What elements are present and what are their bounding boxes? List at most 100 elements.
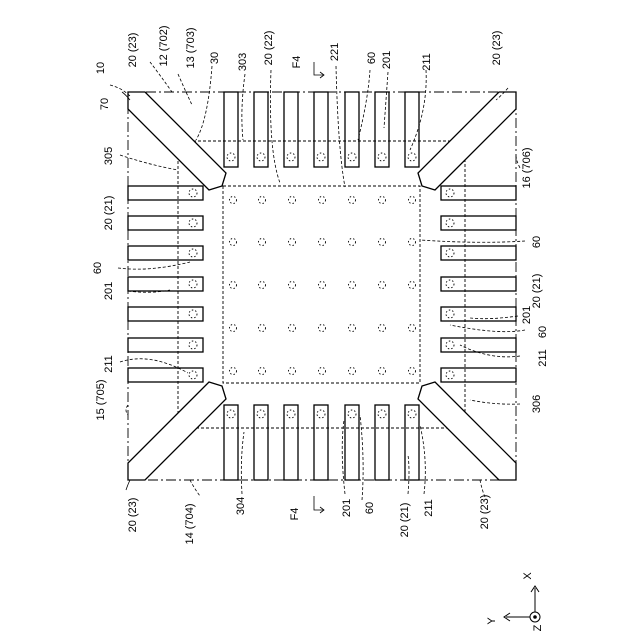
right-lead [441,246,516,260]
drawing-lines [128,92,516,480]
callout-label-l304: 304 [235,497,247,515]
bottom-lead [345,405,359,480]
axis-indicator: X Y Z [486,572,544,632]
pad-via [409,197,416,204]
callout-label-l20-21-right: 20 (21) [531,274,543,309]
top-lead [284,92,298,167]
lead-via [189,310,197,318]
pad-via [259,197,266,204]
left-lead [128,216,203,230]
top-lead [345,92,359,167]
section-arrow [314,62,324,75]
lead-via [446,371,454,379]
callout-label-l15-705: 15 (705) [95,380,107,421]
pad-via [409,239,416,246]
leader-line [420,240,525,242]
leader-line [241,432,244,494]
lead-via [446,249,454,257]
top-lead [314,92,328,167]
lead-via [189,280,197,288]
left-lead [128,368,203,382]
leader-line [470,400,520,404]
right-lead [441,186,516,200]
pad-via [289,239,296,246]
bottom-lead [284,405,298,480]
bottom-lead [224,405,238,480]
bottom-lead [254,405,268,480]
callout-label-l20-23-bl: 20 (23) [127,498,139,533]
lead-via [446,280,454,288]
section-arrow [314,496,324,510]
left-lead [128,338,203,352]
leader-line [110,85,130,96]
callout-label-l20-23-tr: 20 (23) [491,31,503,66]
lead-via [446,189,454,197]
top-lead [224,92,238,167]
pad-via [230,239,237,246]
callout-label-l20-23-br: 20 (23) [479,495,491,530]
pad-via [379,239,386,246]
lead-via [189,189,197,197]
left-lead [128,186,203,200]
leader-line [516,155,520,168]
callout-label-l13-703: 13 (703) [185,28,197,69]
callout-label-l60-right2: 60 [537,326,549,338]
pad-via [409,368,416,375]
pad-via [319,197,326,204]
leader-line [270,70,280,183]
lead-via [257,153,265,161]
lead-via [378,153,386,161]
callout-label-l60-right1: 60 [531,236,543,248]
leader-line [384,72,388,128]
pad-via [349,239,356,246]
pad-via [379,282,386,289]
leader-line [358,70,370,140]
bottom-lead [405,405,419,480]
pad-via [379,197,386,204]
right-lead [441,216,516,230]
top-lead [254,92,268,167]
callout-label-l20-21-bottom: 20 (21) [399,503,411,538]
pad-via [409,282,416,289]
pad-via [319,282,326,289]
callout-label-l10: 10 [95,62,107,74]
leader-line [178,74,192,105]
lead-via [227,153,235,161]
leader-line [410,70,426,150]
leader-line [196,66,212,140]
leader-line [120,359,188,373]
die-pad-outline [223,186,420,383]
z-axis-dot [533,615,537,619]
callout-label-l30: 30 [209,52,221,64]
pad-via [289,325,296,332]
lead-via [446,341,454,349]
pad-via [319,368,326,375]
axis-label-y: Y [486,617,498,625]
pad-via [289,282,296,289]
leader-line [408,455,409,494]
callout-label-l20-21-left: 20 (21) [103,196,115,231]
pad-via [349,368,356,375]
pad-via [259,282,266,289]
callout-label-l211-right: 211 [537,349,549,367]
leader-line [460,345,520,357]
lead-via [408,153,416,161]
pad-via [379,325,386,332]
axis-label-z: Z [532,624,544,631]
axis-label-x: X [522,572,534,580]
callout-label-l20-23-tl: 20 (23) [127,33,139,68]
callout-label-l305: 305 [103,147,115,165]
callout-label-l60-left: 60 [92,262,104,274]
right-lead [441,307,516,321]
callout-label-l201-bottom: 201 [341,499,353,517]
pad-via [230,368,237,375]
callout-label-l211-left: 211 [103,355,115,373]
lead-via [348,153,356,161]
lead-via [317,410,325,418]
left-lead [128,246,203,260]
callout-label-l221: 221 [329,43,341,61]
lead-via [287,410,295,418]
callout-label-l14-704: 14 (704) [184,504,196,545]
pad-via [259,368,266,375]
